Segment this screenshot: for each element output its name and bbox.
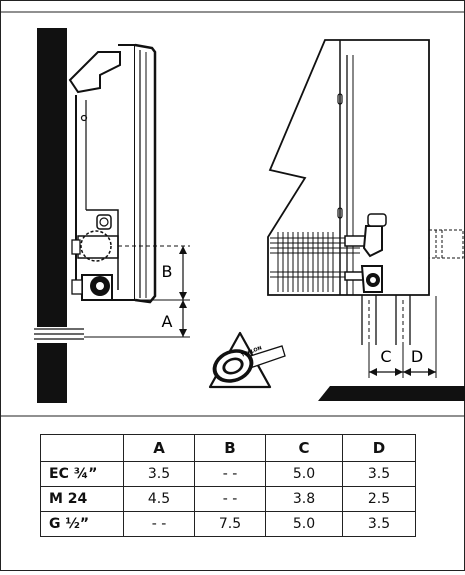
teflon-tape-icon: TEFLON (208, 331, 286, 389)
table-cell: - - (123, 511, 195, 537)
dim-label-d: D (411, 347, 423, 366)
table-cell: 3.5 (342, 511, 416, 537)
dim-label-b: B (162, 262, 173, 281)
table-row-label: EC ¾” (40, 461, 124, 487)
table-cell: 3.5 (123, 461, 195, 487)
side-view-left: B A (34, 28, 190, 403)
dim-label-c: C (380, 347, 391, 366)
table-cell: - - (194, 486, 266, 512)
table-row: M 24 4.5 - - 3.8 2.5 (40, 486, 416, 512)
table-header-cell: B (194, 434, 266, 462)
table-cell: 2.5 (342, 486, 416, 512)
table-header-cell: A (123, 434, 195, 462)
table-header-cell (40, 434, 124, 462)
table-cell: 3.5 (342, 461, 416, 487)
wall (37, 28, 67, 403)
table-cell: 7.5 (194, 511, 266, 537)
floor (318, 386, 465, 401)
table-header-row: A B C D (40, 434, 416, 462)
table-header-cell: C (265, 434, 343, 462)
table-row: G ½” - - 7.5 5.0 3.5 (40, 511, 416, 537)
table-cell: 3.8 (265, 486, 343, 512)
dim-label-a: A (162, 312, 173, 331)
table-cell: - - (194, 461, 266, 487)
dimensions-table: A B C D EC ¾” 3.5 - - 5.0 3.5 M 24 4.5 -… (40, 434, 416, 537)
table-cell: 5.0 (265, 461, 343, 487)
table-row: EC ¾” 3.5 - - 5.0 3.5 (40, 461, 416, 487)
table-row-label: G ½” (40, 511, 124, 537)
table-cell: 4.5 (123, 486, 195, 512)
table-row-label: M 24 (40, 486, 124, 512)
table-cell: 5.0 (265, 511, 343, 537)
side-view-right: C D (267, 39, 465, 401)
table-header-cell: D (342, 434, 416, 462)
